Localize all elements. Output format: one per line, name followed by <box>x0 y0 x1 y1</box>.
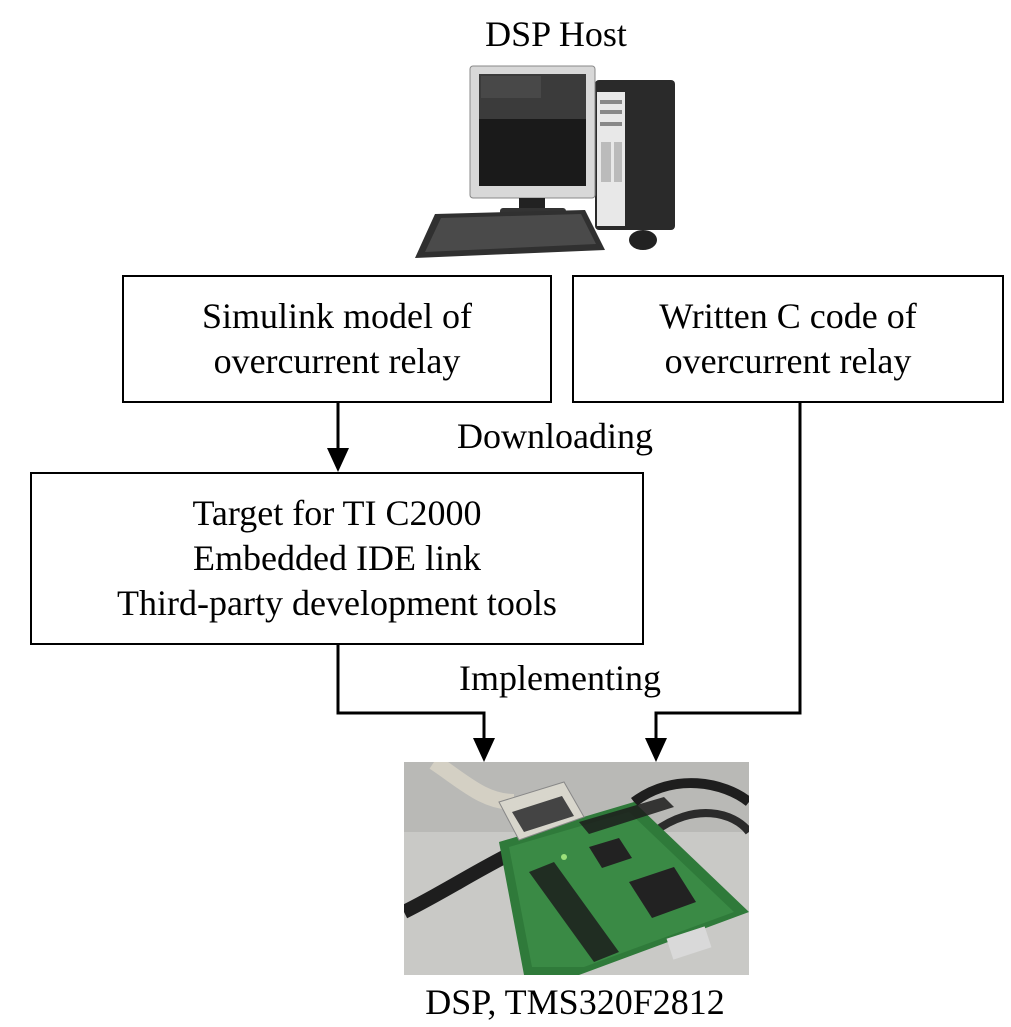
arrow-target-to-dsp <box>336 645 486 742</box>
c-code-line-2: overcurrent relay <box>664 341 912 381</box>
arrow-ccode-to-dsp <box>654 403 802 742</box>
arrowhead-ccode-to-dsp <box>645 738 667 762</box>
target-line-2: Embedded IDE link <box>193 538 481 578</box>
c-code-box: Written C code of overcurrent relay <box>572 275 1004 403</box>
target-box: Target for TI C2000 Embedded IDE link Th… <box>30 472 644 645</box>
arrowhead-target-to-dsp <box>473 738 495 762</box>
implementing-label: Implementing <box>459 658 661 698</box>
arrowhead-simulink-to-target <box>327 448 349 472</box>
dsp-caption: DSP, TMS320F2812 <box>425 982 725 1022</box>
downloading-label: Downloading <box>457 416 653 456</box>
simulink-model-line-2: overcurrent relay <box>213 341 461 381</box>
target-line-1: Target for TI C2000 <box>192 493 482 533</box>
dsp-board-photo-icon <box>404 762 749 975</box>
desktop-computer-icon <box>415 65 675 258</box>
host-title: DSP Host <box>485 14 627 54</box>
simulink-model-line-1: Simulink model of <box>202 296 472 336</box>
simulink-model-box: Simulink model of overcurrent relay <box>122 275 552 403</box>
target-line-3: Third-party development tools <box>117 583 557 623</box>
c-code-line-1: Written C code of <box>659 296 917 336</box>
